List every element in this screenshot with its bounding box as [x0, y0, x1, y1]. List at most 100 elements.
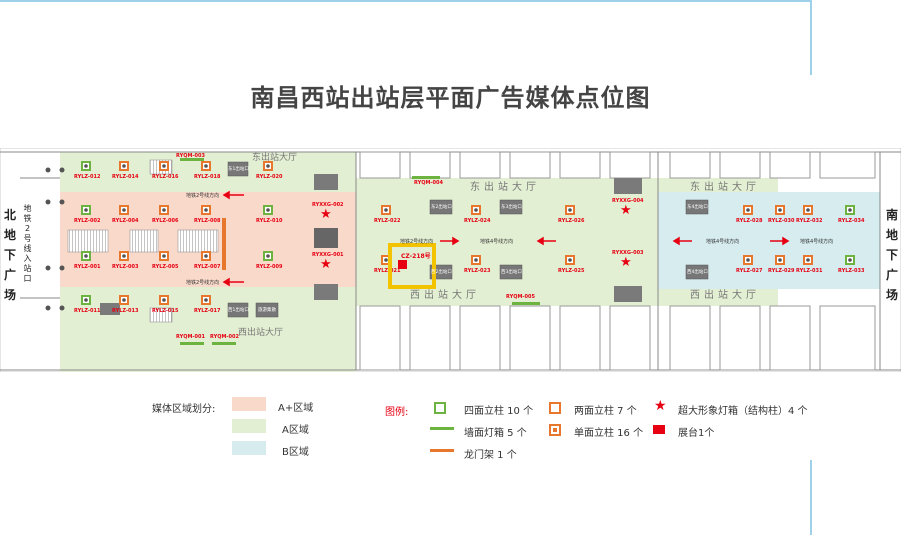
exit-label-west3: 西3出站口	[501, 268, 522, 275]
four-face-label: 四面立柱 10 个	[464, 406, 534, 417]
legend-title: 图例:	[385, 407, 409, 418]
pillar-label: RYLZ-027	[736, 268, 763, 274]
pillar-label: RYLZ-031	[796, 268, 823, 274]
east-hall-label-center: 东出站大厅	[470, 180, 540, 193]
pillar-label: RYLZ-033	[838, 268, 865, 274]
single-face-label: 单面立柱 16 个	[574, 428, 644, 439]
structure-columns	[100, 174, 642, 315]
east-hall-label-south: 东出站大厅	[690, 180, 760, 193]
super-lightbox-label: RYXXG-003	[612, 250, 644, 256]
pillar-dot	[204, 254, 208, 258]
pillar-dot	[84, 254, 88, 258]
wall-lightbox-icon	[430, 427, 454, 430]
gantry-bar	[222, 218, 226, 270]
pillar-dot	[266, 208, 270, 212]
pillar-dot	[746, 258, 750, 262]
pillar-dot	[84, 208, 88, 212]
super-lightbox-star-icon: ★	[620, 203, 632, 218]
pillar-dot	[162, 164, 166, 168]
pillars-layer	[81, 161, 855, 305]
pillar-dot	[806, 258, 810, 262]
exit-label-east3: 东3出站口	[501, 203, 522, 210]
pillar-label: RYLZ-010	[256, 218, 283, 224]
zone-b-label: B区域	[282, 447, 309, 458]
exit-label-west1: 西1出站口	[228, 306, 249, 313]
west-hall-label-north: 西出站大厅	[238, 326, 283, 338]
lightbox-label: RYQM-005	[506, 294, 535, 300]
pillar-dot	[806, 208, 810, 212]
pillar-dot	[778, 258, 782, 262]
booth-marker	[398, 260, 407, 269]
exit-label-west2: 西2出站口	[431, 268, 452, 275]
lightbox-label: RYQM-002	[210, 334, 239, 340]
pillar-label: RYLZ-003	[112, 264, 139, 270]
platform-blocks	[359, 151, 876, 371]
pillar-label: RYLZ-005	[152, 264, 179, 270]
pillar-label: RYLZ-016	[152, 174, 179, 180]
zone-a-label: A区域	[282, 425, 309, 436]
pillar-label: RYLZ-028	[736, 218, 763, 224]
two-face-label: 两面立柱 7 个	[574, 406, 637, 417]
frame-top-line	[0, 0, 812, 2]
frame-right-line	[810, 0, 812, 75]
pillar-dot	[84, 164, 88, 168]
pillar-dot	[746, 208, 750, 212]
pillar-label: RYLZ-001	[74, 264, 101, 270]
super-lightbox-label: 超大形象灯箱（结构柱）4 个	[678, 406, 808, 417]
subway2-dir-3: 地铁2号线方向	[400, 238, 433, 245]
pillar-label: RYLZ-023	[464, 268, 491, 274]
pillar-label: RYLZ-030	[768, 218, 795, 224]
pillar-dot	[122, 298, 126, 302]
pillar-dot	[384, 258, 388, 262]
booth-highlight	[388, 243, 436, 289]
wall-lightboxes	[180, 158, 540, 345]
gantry-label: 龙门架 1 个	[464, 450, 517, 461]
zone-a-north-top	[60, 152, 356, 192]
pillar-label: RYLZ-015	[152, 308, 179, 314]
pillar-label: RYLZ-013	[112, 308, 139, 314]
pillar-label: RYLZ-029	[768, 268, 795, 274]
pillar-dot	[84, 298, 88, 302]
pillar-dot	[266, 164, 270, 168]
page-title: 南昌西站出站层平面广告媒体点位图	[250, 84, 651, 112]
pillar-label: RYLZ-007	[194, 264, 221, 270]
entrance-dots	[45, 167, 65, 311]
subway2-dir-1: 地铁2号线方向	[186, 192, 219, 199]
frame-right-line-bottom	[810, 460, 812, 535]
pillar-label: RYLZ-017	[194, 308, 221, 314]
wall-lightbox-label: 墙面灯箱 5 个	[464, 428, 527, 439]
super-lightbox-star-icon: ★	[620, 255, 632, 270]
pillar-label: RYLZ-014	[112, 174, 139, 180]
lightbox-label: RYQM-004	[414, 180, 443, 186]
pillar-dot	[122, 164, 126, 168]
zone-a-center	[356, 178, 658, 306]
zone-aplus-label: A+区域	[278, 403, 314, 414]
exit-label-east1: 东1出站口	[228, 165, 249, 172]
zone-legend-title: 媒体区域划分:	[152, 404, 216, 415]
pillar-label: RYLZ-020	[256, 174, 283, 180]
pillar-dot	[568, 258, 572, 262]
west-hall-label-south: 西出站大厅	[690, 288, 760, 301]
subway2-dir-2: 地铁2号线方向	[186, 279, 219, 286]
star-icon: ★	[654, 398, 667, 414]
pillar-label: RYLZ-006	[152, 218, 179, 224]
zone-aplus-swatch	[232, 397, 266, 411]
pillar-dot	[162, 254, 166, 258]
exit-label-west4: 西4出站口	[687, 268, 708, 275]
exit-label-east2: 东2出站口	[431, 203, 452, 210]
booth-icon	[653, 425, 665, 434]
pillar-dot	[162, 298, 166, 302]
pillar-dot	[122, 208, 126, 212]
zone-b-swatch	[232, 441, 266, 455]
pillar-label: RYLZ-021	[374, 268, 401, 274]
four-face-pillar-icon	[434, 402, 446, 414]
pillar-label: RYLZ-032	[796, 218, 823, 224]
pillar-label: RYLZ-034	[838, 218, 865, 224]
single-face-pillar-icon	[549, 424, 561, 436]
direction-arrows	[222, 190, 790, 287]
super-lightbox-label: RYXXG-002	[312, 202, 344, 208]
super-lightbox-star-icon: ★	[320, 207, 332, 222]
